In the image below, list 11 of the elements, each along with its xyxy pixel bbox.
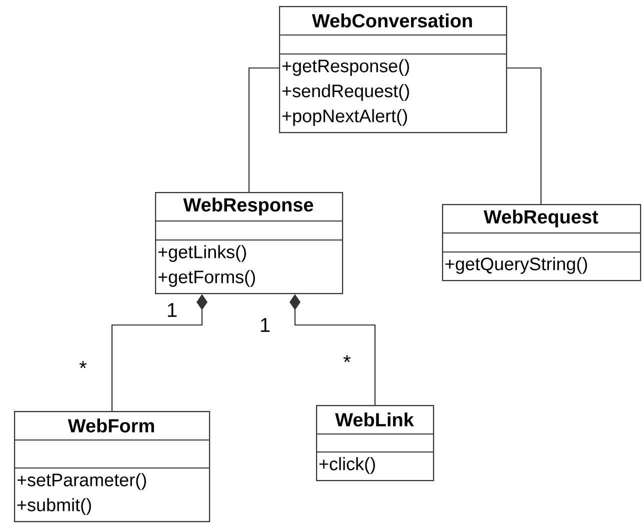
class-box: WebForm +setParameter() +submit() — [14, 411, 210, 522]
multiplicity-label: 1 — [168, 303, 177, 317]
multiplicity-label: 1 — [260, 318, 270, 332]
multiplicity-label: * — [79, 361, 87, 368]
association-line — [248, 67, 279, 192]
class-box: WebLink +click() — [316, 405, 434, 482]
class-box: WebResponse +getLinks() +getForms() — [155, 192, 344, 294]
class-box: WebRequest +getQueryString() — [442, 204, 642, 282]
association-line — [507, 67, 542, 204]
class-box: WebConversation +getResponse() +sendRequest() +popNextAlert() — [279, 6, 508, 134]
multiplicity-label: * — [343, 355, 351, 362]
